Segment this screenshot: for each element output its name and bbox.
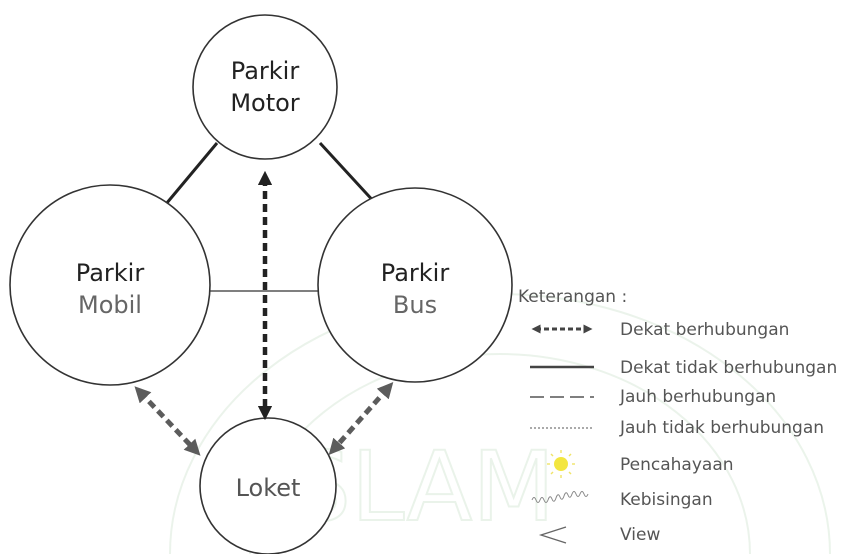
node-motor-line1: Parkir [231,57,300,85]
solid-line-motor-bus [318,141,379,207]
node-circle-mobil [9,184,211,386]
solid-line-motor-mobil [159,142,219,211]
view-angle-icon [538,526,567,544]
node-bus-line2: Bus [393,291,437,319]
node-mobil-line2: Mobil [78,291,142,319]
legend-label-6: View [620,525,660,545]
legend-title: Keterangan : [518,287,627,307]
legend-label-5: Kebisingan [620,490,713,510]
legend-label-4: Pencahayaan [620,455,734,475]
sun-icon [547,450,575,478]
node-circle-bus [317,187,513,383]
node-mobil-line1: Parkir [76,259,145,287]
node-circle-motor [192,14,338,160]
node-motor-line2: Motor [230,89,299,117]
legend: Keterangan : Dekat berhubungan Dekat tid… [518,287,837,545]
legend-label-1: Dekat tidak berhubungan [620,358,837,378]
legend-label-2: Jauh berhubungan [619,387,776,407]
node-loket-label: Loket [236,474,301,502]
legend-label-0: Dekat berhubungan [620,320,789,340]
arrow-mobil-loket [134,386,201,456]
legend-label-3: Jauh tidak berhubungan [619,418,824,438]
noise-wave-icon [531,491,589,503]
arrow-bus-loket [328,382,394,455]
node-bus-line1: Parkir [381,259,450,287]
